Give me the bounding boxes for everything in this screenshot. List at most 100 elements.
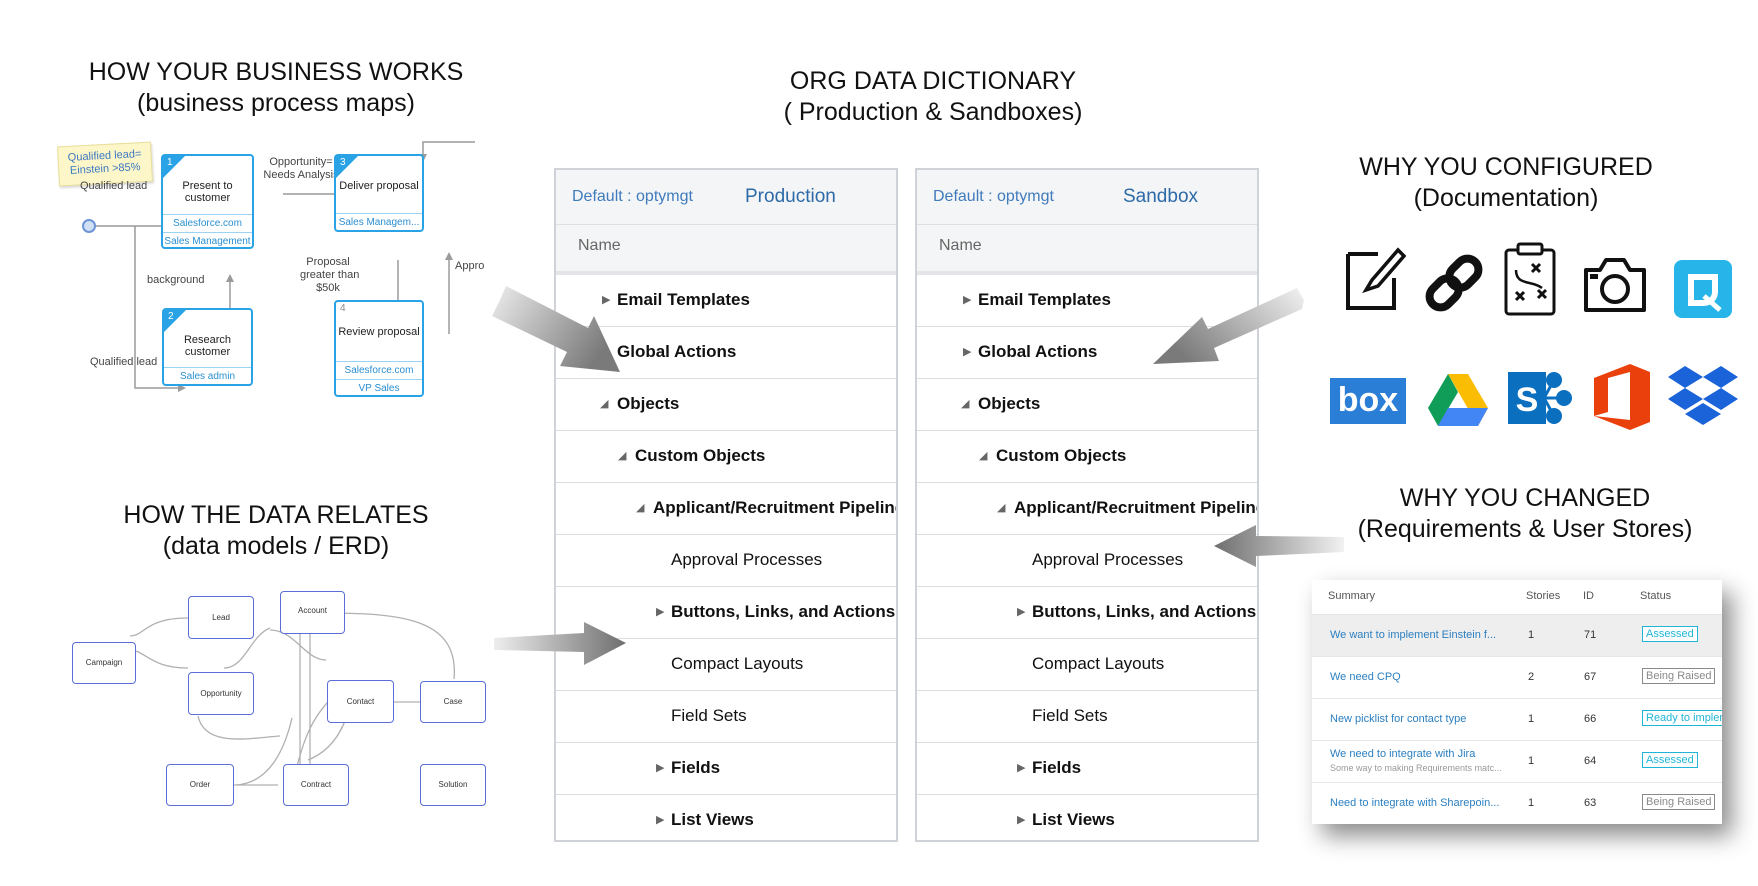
tree-row-label: Field Sets (1032, 706, 1108, 725)
collapse-arrow-icon[interactable]: ◢ (997, 502, 1006, 514)
step-number-corner (163, 156, 185, 178)
tree-row[interactable]: ▶Global Actions (917, 327, 1257, 379)
step-link[interactable]: Salesforce.com (336, 361, 422, 380)
link-icon[interactable] (1420, 248, 1488, 318)
tree-row[interactable]: ▶Buttons, Links, and Actions (917, 587, 1257, 639)
tree-row[interactable]: ◢Custom Objects (917, 431, 1257, 483)
step-number: 4 (340, 303, 346, 314)
expand-arrow-icon[interactable]: ▶ (602, 346, 611, 358)
tree-row[interactable]: ▶Buttons, Links, and Actions (556, 587, 896, 639)
tree-row[interactable]: ◢Applicant/Recruitment Pipeline P (917, 483, 1257, 535)
step-number-corner (336, 156, 358, 178)
collapse-arrow-icon[interactable]: ◢ (961, 398, 970, 410)
step-link[interactable]: Sales admin (164, 367, 251, 386)
tree-row[interactable]: ▶ List Views (556, 795, 896, 840)
tree-row-label: Field Sets (671, 706, 747, 725)
process-step-deliver[interactable]: 3 Deliver proposal Sales Managem... (334, 154, 424, 232)
sharepoint-icon[interactable]: S (1508, 366, 1574, 430)
tree-row[interactable]: Compact Layouts (556, 639, 896, 691)
tree-row[interactable]: Field Sets (917, 691, 1257, 743)
expand-arrow-icon[interactable]: ▶ (1017, 762, 1026, 774)
status-badge: Being Raised (1642, 794, 1716, 810)
tree-row[interactable]: ◢Applicant/Recruitment Pipeline P (556, 483, 896, 535)
erd-entity-solution[interactable]: Solution (420, 764, 486, 806)
erd-entity-case[interactable]: Case (420, 681, 486, 723)
expand-arrow-icon[interactable]: ▶ (1017, 606, 1026, 618)
tree-row[interactable]: ◢ Objects (917, 379, 1257, 431)
tree-row-label: Compact Layouts (1032, 654, 1165, 673)
expand-arrow-icon[interactable]: ▶ (963, 294, 972, 306)
tree-row[interactable]: Approval Processes (556, 535, 896, 587)
tree-row[interactable]: ◢Objects (556, 379, 896, 431)
tree-row-label: Email Templates (617, 290, 750, 309)
tree-row-label: List Views (1032, 810, 1115, 829)
tree-row[interactable]: Field Sets (556, 691, 896, 743)
erd-entity-lead[interactable]: Lead (188, 596, 254, 639)
data-heading: HOW THE DATA RELATES (data models / ERD) (0, 500, 552, 562)
expand-arrow-icon[interactable]: ▶ (656, 606, 665, 618)
requirement-summary-link[interactable]: New picklist for contact type (1330, 713, 1467, 725)
clipboard-play-icon[interactable] (1502, 240, 1558, 318)
tree-row-label: Fields (1032, 758, 1082, 777)
org-selector[interactable]: Default : optymgt (572, 188, 693, 205)
name-column-header[interactable]: Name (917, 225, 1257, 275)
erd-entity-order[interactable]: Order (166, 764, 234, 806)
tree-row[interactable]: Approval Processes (917, 535, 1257, 587)
google-drive-icon[interactable] (1426, 372, 1490, 428)
status-column-header[interactable]: Status (1640, 590, 1672, 602)
expand-arrow-icon[interactable]: ▶ (656, 814, 665, 826)
requirement-summary-link[interactable]: We need CPQ (1330, 671, 1401, 683)
tree-row[interactable]: ▶ Fields (917, 743, 1257, 795)
expand-arrow-icon[interactable]: ▶ (656, 762, 665, 774)
erd-entity-contact[interactable]: Contact (327, 680, 394, 723)
erd-entity-account[interactable]: Account (280, 591, 345, 634)
box-icon[interactable]: box (1330, 378, 1406, 424)
expand-arrow-icon[interactable]: ▶ (602, 294, 611, 306)
name-column-header[interactable]: Name (556, 225, 896, 275)
office-icon[interactable] (1594, 364, 1650, 430)
process-step-present[interactable]: 1 Present to customer Salesforce.com Sal… (161, 154, 254, 249)
name-column-label: Name (939, 237, 982, 254)
collapse-arrow-icon[interactable]: ◢ (636, 502, 645, 514)
requirement-summary-link[interactable]: We need to integrate with Jira (1330, 748, 1476, 760)
tree-row[interactable]: ▶Global Actions (556, 327, 896, 379)
dropbox-icon[interactable] (1666, 364, 1740, 428)
erd-entity-campaign[interactable]: Campaign (72, 642, 136, 684)
id-column-header[interactable]: ID (1583, 590, 1594, 602)
step-link[interactable]: VP Sales (336, 379, 422, 398)
process-step-research[interactable]: 2 Research customer Sales admin (162, 308, 253, 386)
org-selector[interactable]: Default : optymgt (933, 188, 1054, 205)
tree-row[interactable]: Compact Layouts (917, 639, 1257, 691)
step-link[interactable]: Sales Managem... (336, 213, 422, 232)
tree-row[interactable]: ▶Email Templates (917, 275, 1257, 327)
tree-row-label: Objects (978, 394, 1041, 413)
tree-row[interactable]: ◢Custom Objects (556, 431, 896, 483)
tree-row[interactable]: ▶Fields (556, 743, 896, 795)
collapse-arrow-icon[interactable]: ◢ (600, 398, 609, 410)
erd-entity-opportunity[interactable]: Opportunity (188, 672, 254, 715)
requirement-summary-link[interactable]: Need to integrate with Sharepoin... (1330, 797, 1500, 809)
step-number: 3 (340, 157, 346, 168)
tree-row[interactable]: ▶ Email Templates (556, 275, 896, 327)
expand-arrow-icon[interactable]: ▶ (1017, 814, 1026, 826)
camera-icon[interactable] (1580, 254, 1650, 316)
tree-row-label: List Views (671, 810, 754, 829)
requirement-summary-link[interactable]: We want to implement Einstein f... (1330, 629, 1497, 641)
collapse-arrow-icon[interactable]: ◢ (618, 450, 627, 462)
summary-column-header[interactable]: Summary (1328, 590, 1376, 602)
stories-column-header[interactable]: Stories (1526, 590, 1561, 602)
step-link[interactable]: Sales Management (163, 232, 252, 251)
note-edit-icon[interactable] (1342, 244, 1406, 314)
collapse-arrow-icon[interactable]: ◢ (979, 450, 988, 462)
step-link[interactable]: Salesforce.com (163, 214, 252, 233)
erd-entity-contract[interactable]: Contract (283, 764, 349, 806)
quip-icon[interactable] (1674, 260, 1732, 318)
process-step-review[interactable]: 4 Review proposal Salesforce.com VP Sale… (334, 300, 424, 397)
expand-arrow-icon[interactable]: ▶ (963, 346, 972, 358)
tree-row[interactable]: ▶ List Views (917, 795, 1257, 840)
